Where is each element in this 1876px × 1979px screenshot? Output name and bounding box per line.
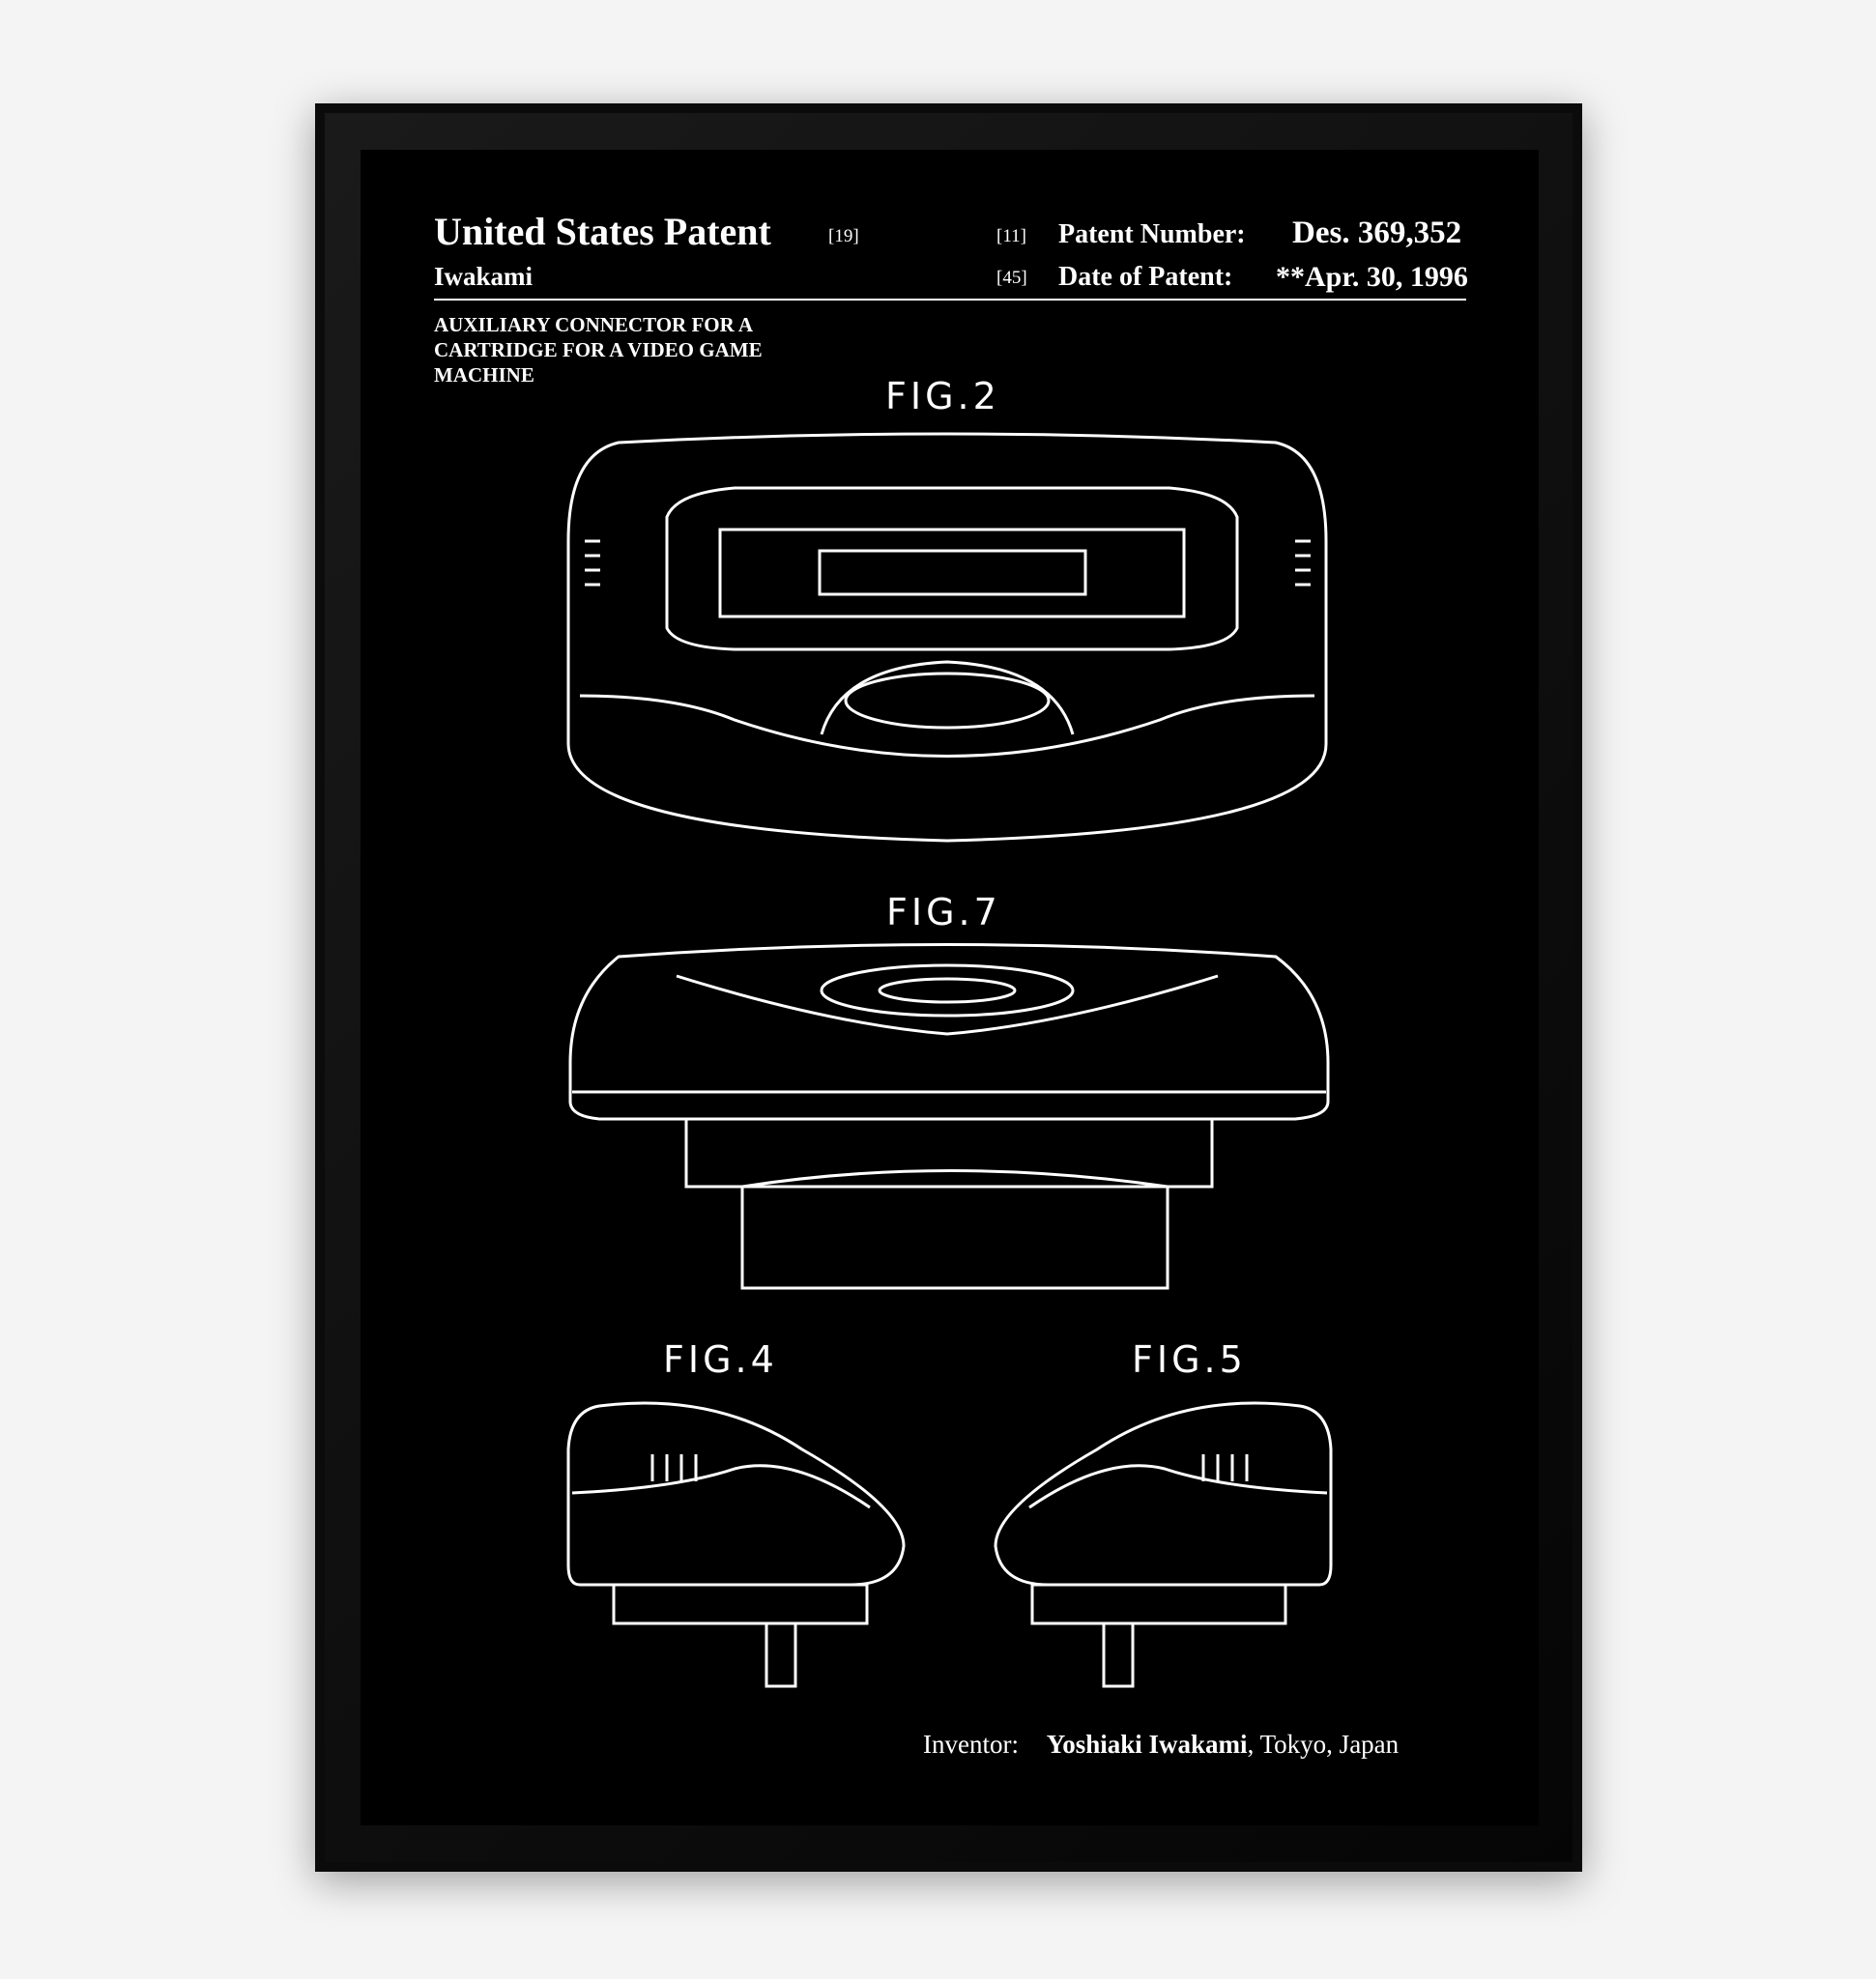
fig5-label: FIG.5: [1132, 1338, 1247, 1381]
invention-title-line: AUXILIARY CONNECTOR FOR A: [434, 313, 754, 336]
fig2-drawing: [566, 432, 1328, 843]
fig5-drawing: [994, 1401, 1333, 1688]
invention-title-line: MACHINE: [434, 363, 534, 387]
fig4-label: FIG.4: [663, 1338, 778, 1381]
inventor-name: Yoshiaki Iwakami: [1046, 1730, 1248, 1759]
patent-number-label: Patent Number:: [1058, 219, 1246, 249]
date-label: Date of Patent:: [1058, 262, 1233, 292]
fig4-drawing: [566, 1401, 906, 1688]
inventor-label: Inventor:: [923, 1730, 1019, 1759]
patent-date: **Apr. 30, 1996: [1276, 261, 1468, 293]
patent-number: Des. 369,352: [1292, 215, 1462, 250]
patent-number-code: [11]: [996, 226, 1026, 246]
inventor-location: , Tokyo, Japan: [1247, 1730, 1400, 1759]
fig2-label: FIG.2: [885, 375, 1000, 417]
date-code: [45]: [996, 268, 1027, 288]
invention-title-line: CARTRIDGE FOR A VIDEO GAME: [434, 338, 763, 361]
fig7-drawing: [568, 943, 1330, 1290]
footer-inventor: Inventor: Yoshiaki Iwakami, Tokyo, Japan: [923, 1730, 1399, 1760]
header-divider: [434, 299, 1466, 301]
title-code: [19]: [828, 226, 859, 246]
inventor-short: Iwakami: [434, 262, 534, 291]
patent-heading: United States Patent: [434, 210, 771, 253]
fig7-label: FIG.7: [886, 891, 1001, 933]
patent-poster: [361, 150, 1539, 1825]
